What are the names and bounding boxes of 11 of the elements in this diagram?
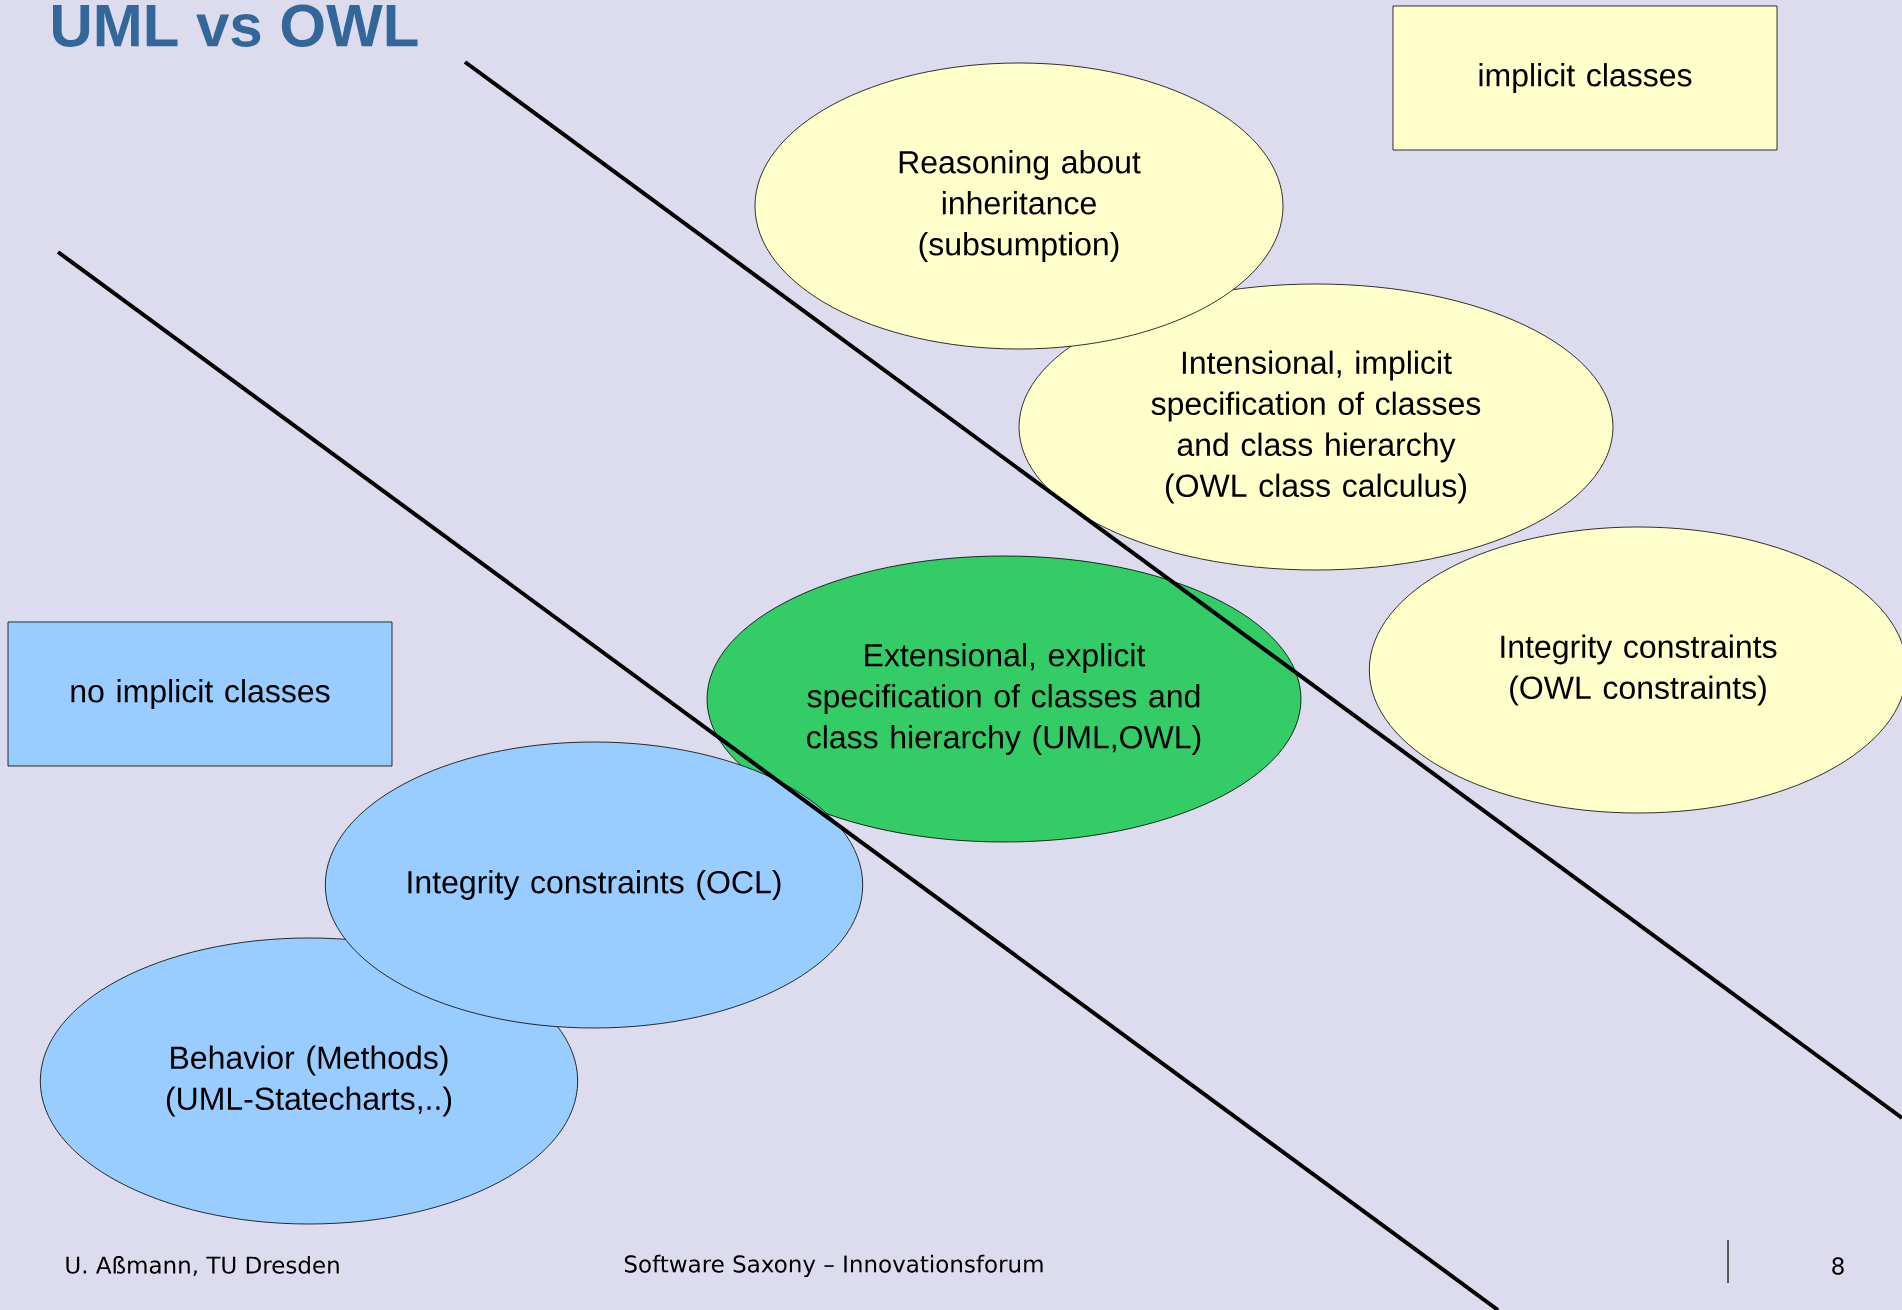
title: UML vs OWL bbox=[53, 4, 418, 47]
page-number: 8 bbox=[1832, 1257, 1844, 1275]
footer-text: U. Aßmann, TU Dresden bbox=[66, 1255, 339, 1277]
ellipse-bubble: Intensional, implicit specification of classes and class hierarchy (OWL class calculus) bbox=[1018, 283, 1614, 571]
ellipse-bubble: Reasoning about inheritance (subsumption) bbox=[754, 62, 1284, 350]
ellipse-bubble: Extensional, explicit specification of classes and class hierarchy (UML,OWL) bbox=[706, 555, 1302, 843]
label-box: no implicit classes bbox=[7, 621, 393, 767]
ellipse-bubble: Behavior (Methods) (UML-Statecharts,..) bbox=[39, 937, 579, 1225]
label-box: implicit classes bbox=[1392, 5, 1778, 151]
footer-text: Software Saxony – Innovationsforum bbox=[624, 1254, 1043, 1278]
ellipse-bubble: Integrity constraints (OWL constraints) bbox=[1368, 526, 1902, 814]
